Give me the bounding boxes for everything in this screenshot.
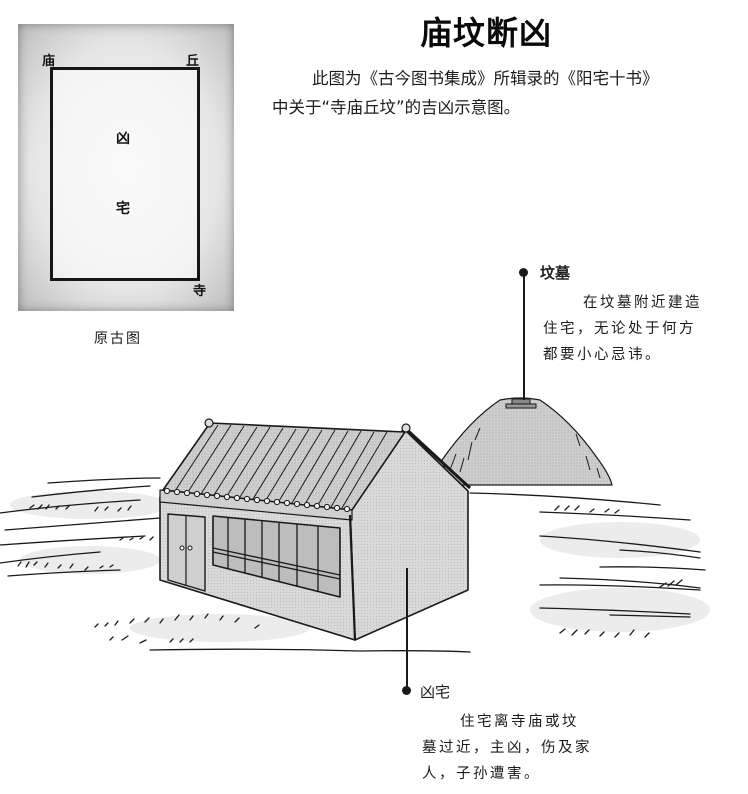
intro-paragraph: 此图为《古今图书集成》所辑录的《阳宅十书》 中关于“寺庙丘坟”的吉凶示意图。	[272, 64, 742, 122]
door-icon	[167, 513, 206, 592]
illustration	[0, 397, 710, 653]
callout-title-house: 凶宅	[420, 683, 451, 701]
callout-marker-house	[402, 686, 411, 695]
label-ominous: 凶	[116, 131, 130, 147]
original-figure-caption: 原古图	[94, 331, 142, 347]
label-mound: 丘	[186, 54, 200, 69]
grass-strokes-right	[469, 492, 706, 638]
label-temple: 庙	[42, 54, 56, 69]
intro-line-1: 此图为《古今图书集成》所辑录的《阳宅十书》	[312, 69, 659, 88]
callout-leader-line-grave	[523, 272, 525, 400]
window-icon	[212, 515, 341, 598]
grass-strokes-left	[0, 477, 161, 577]
intro-line-2: 中关于“寺庙丘坟”的吉凶示意图。	[272, 98, 521, 117]
callout-body-house: 住宅离寺庙或坟 墓过近，主凶，伤及家 人，子孙遭害。	[422, 709, 632, 787]
grass-strokes-bottom	[94, 613, 471, 653]
callout-line: 住宅离寺庙或坟	[460, 714, 579, 730]
page-title: 庙坟断凶	[420, 14, 553, 52]
callout-body-grave: 在坟墓附近建造 住宅，无论处于何方 都要小心忌讳。	[543, 290, 743, 368]
callout-leader-line-house	[406, 568, 408, 688]
house-icon	[159, 418, 472, 641]
callout-line: 住宅，无论处于何方	[543, 321, 696, 337]
grave-mound-icon	[441, 397, 613, 486]
callout-line: 人，子孙遭害。	[422, 766, 541, 782]
label-monastery: 寺	[193, 284, 207, 299]
house-plot-rectangle	[50, 67, 200, 281]
callout-line: 墓过近，主凶，伤及家	[422, 740, 592, 756]
callout-line: 在坟墓附近建造	[583, 295, 702, 311]
callout-title-grave: 坟墓	[540, 264, 571, 282]
label-house: 宅	[116, 201, 130, 217]
callout-line: 都要小心忌讳。	[543, 347, 662, 363]
original-ancient-figure: 庙 丘 寺 凶 宅	[18, 24, 234, 311]
